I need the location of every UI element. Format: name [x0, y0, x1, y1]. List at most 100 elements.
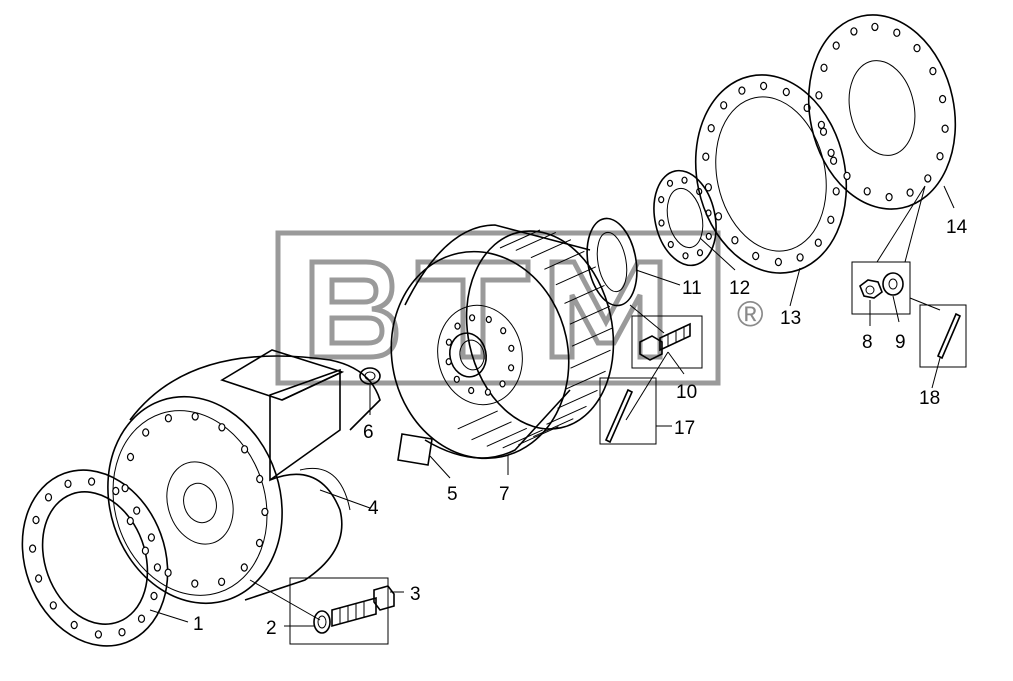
bolt-hole	[218, 577, 226, 587]
callout-5: 5	[447, 484, 458, 505]
bolt-hole	[658, 196, 665, 204]
impeller-blade	[457, 410, 498, 430]
callout-8: 8	[862, 332, 873, 353]
impeller-blade	[533, 418, 574, 438]
bolt-hole	[913, 43, 921, 53]
bolt-hole	[142, 428, 150, 437]
registered-mark: ®	[737, 293, 764, 334]
bolt-hole	[499, 380, 506, 388]
impeller-blade	[544, 250, 585, 270]
impeller-blade	[515, 231, 557, 251]
bolt-hole	[820, 63, 828, 73]
bolt-hole	[454, 322, 461, 330]
callout-13: 13	[780, 308, 801, 329]
bolt-hole	[682, 252, 689, 260]
bolt-hole	[153, 563, 161, 572]
bolt-hole	[261, 507, 269, 517]
part-12-small-flange	[653, 169, 717, 267]
impeller-blade	[571, 327, 613, 347]
bolt-hole	[893, 28, 901, 37]
part-13-flange-ring	[694, 74, 848, 274]
bolt-hole	[832, 41, 840, 50]
impeller-blade	[569, 305, 611, 325]
bolt-hole	[468, 386, 475, 395]
part-11-ring	[586, 217, 638, 307]
bolt-hole	[87, 477, 96, 486]
callout-17: 17	[674, 418, 695, 439]
bolt-hole	[885, 192, 893, 202]
bolt-hole	[832, 187, 840, 196]
impeller-blade	[518, 426, 559, 446]
impeller-blade	[546, 405, 587, 425]
bolt-hole	[121, 483, 129, 493]
bolt-hole	[658, 219, 665, 227]
callout-18: 18	[919, 388, 940, 409]
bolt-hole	[126, 452, 135, 462]
bolt-hole	[508, 344, 515, 352]
callout-2: 2	[266, 618, 277, 639]
bolt-hole	[829, 156, 838, 165]
bolt-hole	[667, 240, 674, 249]
callout-9: 9	[895, 332, 906, 353]
callout-11: 11	[682, 278, 702, 299]
callout-labels: 1 2 3 4 5 6 7 8 9 10 11 12 13 14 17 18	[193, 217, 968, 639]
bolt-hole	[936, 151, 944, 161]
bolt-hole	[445, 358, 452, 366]
bolt-hole	[126, 516, 134, 526]
part-4-fan-housing	[107, 349, 381, 605]
part-17-pin	[604, 388, 634, 444]
bolt-hole	[191, 579, 199, 588]
bolt-hole	[666, 179, 674, 187]
callout-6: 6	[363, 422, 374, 443]
callout-10: 10	[676, 382, 697, 403]
bolt-hole	[814, 238, 822, 247]
bolt-hole	[705, 232, 712, 240]
part-2-washer	[313, 610, 331, 634]
bolt-hole	[70, 620, 78, 630]
bolt-hole	[469, 314, 476, 322]
bolt-hole	[817, 120, 826, 130]
bolt-hole	[508, 364, 515, 372]
bolt-hole	[137, 614, 146, 623]
bolt-hole	[64, 479, 72, 488]
bolt-hole	[827, 215, 835, 224]
part-6-nut	[359, 367, 381, 385]
callout-12: 12	[729, 278, 750, 299]
bolt-hole	[731, 235, 739, 245]
bolt-hole	[147, 533, 155, 542]
bolt-hole	[704, 183, 713, 192]
impeller-blade	[570, 349, 611, 369]
part-10-bolt	[639, 322, 691, 361]
bolt-hole	[782, 87, 790, 97]
part-7-impeller	[390, 224, 615, 460]
bolt-hole	[484, 388, 491, 396]
bolt-hole	[863, 187, 871, 196]
impeller-blade	[565, 370, 606, 390]
impeller-blade	[502, 429, 543, 449]
bolt-hole	[819, 127, 828, 136]
impeller-blade	[564, 284, 605, 304]
impeller-blade	[530, 239, 572, 259]
impeller-blade	[471, 421, 512, 441]
callout-4: 4	[368, 498, 379, 519]
part-14-end-plate	[807, 14, 957, 210]
bolt-hole	[28, 544, 37, 553]
impeller-blade	[486, 427, 528, 447]
bolt-hole	[500, 327, 507, 335]
bolt-hole	[112, 486, 120, 496]
watermark-logo: ®	[275, 230, 764, 386]
bolt-hole	[191, 412, 199, 421]
bolt-hole	[133, 506, 141, 515]
bolt-hole	[44, 493, 53, 502]
bolt-hole	[696, 249, 704, 257]
part-5-plate	[397, 433, 433, 466]
bolt-hole	[118, 628, 126, 637]
bolt-hole	[924, 174, 932, 183]
bolt-hole	[938, 94, 947, 104]
callout-7: 7	[499, 484, 510, 505]
bolt-hole	[738, 86, 746, 95]
bolt-hole	[759, 81, 768, 91]
bolt-hole	[218, 423, 226, 432]
bolt-hole	[871, 22, 879, 32]
bolt-hole	[707, 123, 715, 133]
